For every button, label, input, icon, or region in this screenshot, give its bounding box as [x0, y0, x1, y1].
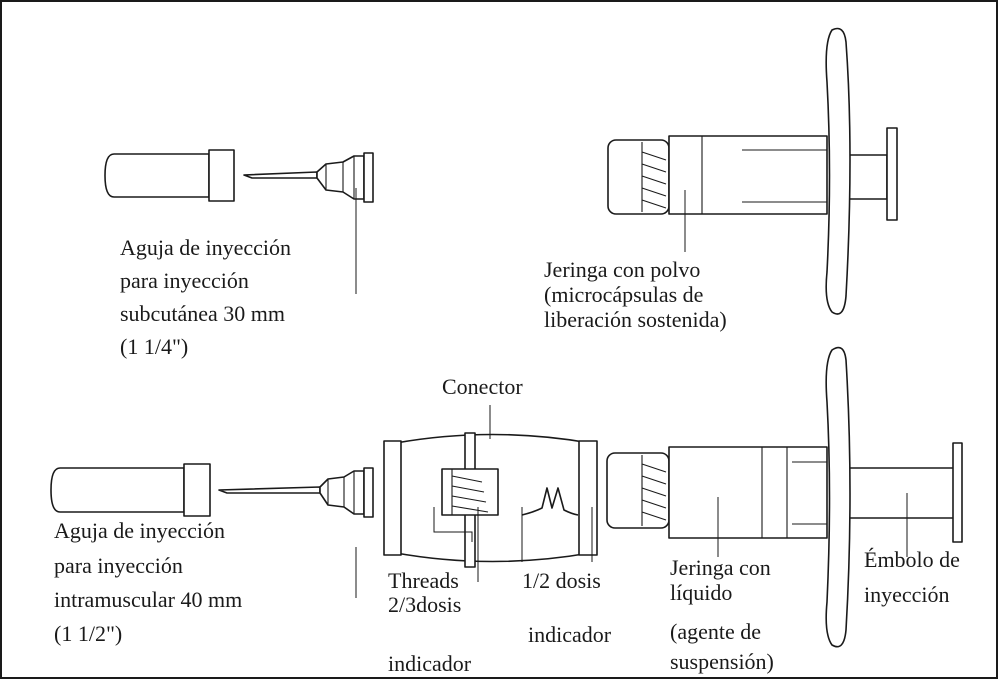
connector-left-rim	[383, 440, 402, 556]
im-needle-hub	[319, 470, 365, 515]
powder-syringe-label-line2: (microcápsulas de	[544, 282, 704, 307]
needle-cap-collar	[208, 149, 235, 202]
indicator-right-label: indicador	[528, 622, 612, 647]
im-needle-hub-flange	[363, 467, 374, 518]
im-needle-cap-collar	[183, 463, 211, 517]
liquid-syringe-label-line4: suspensión)	[670, 649, 774, 674]
subcutaneous-needle-label-line2: para inyección	[120, 268, 249, 293]
intramuscular-needle-label-line1: Aguja de inyección	[54, 518, 226, 543]
threads-label: Threads	[388, 568, 459, 593]
powder-syringe-cap	[607, 139, 670, 215]
connector-threads	[441, 468, 499, 516]
intramuscular-needle-label-line2: para inyección	[54, 553, 183, 578]
subcutaneous-needle-label-line3: subcutánea 30 mm	[120, 301, 285, 326]
plunger-label-line1: Émbolo de	[864, 547, 960, 572]
liquid-syringe-flange	[825, 346, 851, 648]
liquid-syringe-cap	[606, 452, 670, 529]
liquid-syringe-label-line1: Jeringa con	[670, 555, 771, 580]
subcutaneous-needle-drawing	[104, 149, 374, 294]
plunger-label-line2: inyección	[864, 582, 950, 607]
connector-right-rim	[578, 440, 598, 556]
needle-hub	[316, 155, 365, 200]
indicator-left-label: indicador	[388, 651, 472, 676]
liquid-syringe-label-line3: (agente de	[670, 619, 761, 644]
liquid-syringe-plunger-thumb	[952, 442, 963, 543]
im-needle-shaft	[218, 486, 321, 494]
intramuscular-needle-label-line4: (1 1/2")	[54, 621, 123, 646]
powder-syringe-label-line3: liberación sostenida)	[544, 307, 727, 332]
im-needle-cap-body	[50, 467, 185, 513]
liquid-syringe-drawing	[606, 346, 963, 648]
needle-cap-body	[104, 153, 210, 198]
powder-syringe-flange	[825, 27, 851, 315]
liquid-syringe-plunger-rod	[846, 467, 956, 519]
powder-syringe-plunger-thumb	[886, 127, 898, 221]
connector-drawing	[383, 405, 598, 582]
needle-hub-flange	[363, 152, 374, 203]
subcutaneous-needle-label-line4: (1 1/4")	[120, 334, 189, 359]
powder-syringe-barrel	[668, 135, 828, 215]
powder-syringe-plunger-rod	[846, 154, 888, 200]
intramuscular-needle-drawing	[50, 463, 374, 598]
connector-dose-indicator	[521, 487, 579, 516]
liquid-syringe-label-line2: líquido	[670, 580, 733, 605]
intramuscular-needle-label-line3: intramuscular 40 mm	[54, 587, 243, 612]
powder-syringe-label-line1: Jeringa con polvo	[544, 257, 701, 282]
needle-shaft	[243, 171, 318, 179]
connector-label: Conector	[442, 374, 523, 399]
powder-syringe-drawing	[607, 27, 898, 315]
half-dose-label: 1/2 dosis	[522, 568, 601, 593]
two-thirds-dose-label: 2/3dosis	[388, 592, 462, 617]
subcutaneous-needle-label-line1: Aguja de inyección	[120, 235, 292, 260]
